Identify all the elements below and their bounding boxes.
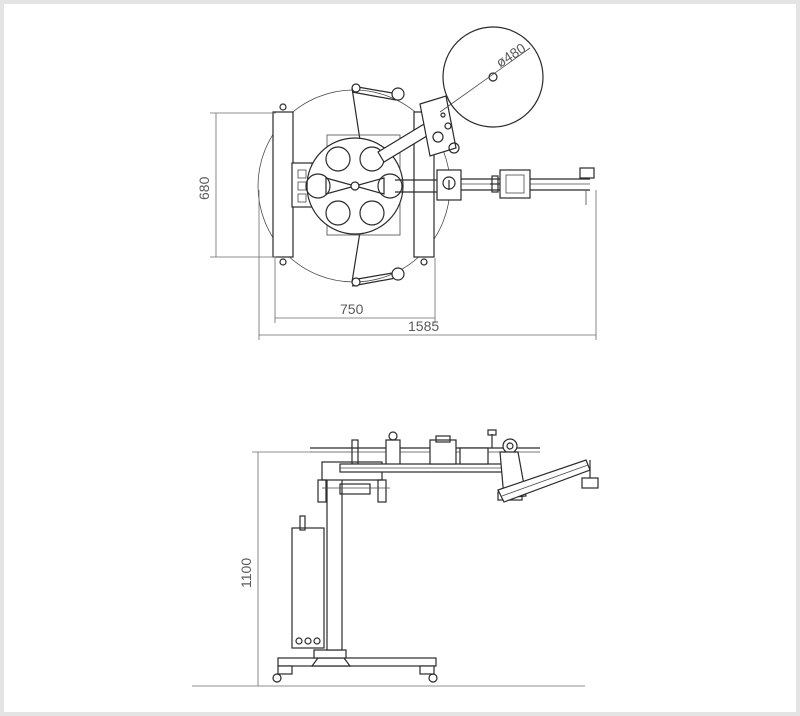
lower-link bbox=[351, 231, 361, 283]
cabinet-handle bbox=[299, 515, 306, 531]
feeder-knob bbox=[444, 122, 452, 130]
control-button bbox=[313, 637, 321, 645]
dim-label-680: 680 bbox=[196, 176, 212, 200]
top-view: ø480 680 750 1585 bbox=[196, 26, 597, 340]
actuator-block bbox=[436, 169, 462, 201]
arm-end bbox=[581, 477, 599, 489]
pocket bbox=[359, 200, 385, 226]
upper-roller bbox=[391, 87, 405, 101]
upper-arm bbox=[351, 91, 397, 101]
reel-upright-hub bbox=[388, 431, 398, 441]
feeder-knob bbox=[448, 142, 460, 154]
feeder-head bbox=[419, 95, 457, 157]
column-side-bracket bbox=[317, 479, 327, 503]
dim-label-1585: 1585 bbox=[408, 318, 439, 334]
upper-link bbox=[351, 87, 361, 141]
beam-actuator-detail bbox=[435, 435, 451, 443]
left-base-plate bbox=[272, 111, 294, 258]
lower-arm bbox=[351, 271, 399, 281]
pocket bbox=[325, 146, 351, 172]
caster bbox=[428, 673, 438, 683]
lower-pivot bbox=[351, 277, 361, 287]
control-button bbox=[304, 637, 312, 645]
reel-leader bbox=[439, 47, 531, 113]
reel bbox=[442, 26, 544, 128]
bolt bbox=[420, 258, 428, 266]
beam-actuator bbox=[429, 439, 457, 465]
center-hub bbox=[325, 177, 385, 195]
feeder-knob bbox=[432, 131, 444, 143]
carriage-detail bbox=[505, 174, 525, 194]
caster bbox=[272, 673, 282, 683]
bolt bbox=[279, 103, 287, 111]
column-mid-block bbox=[339, 483, 371, 495]
pedestal-plate bbox=[313, 649, 347, 659]
bolt bbox=[279, 258, 287, 266]
control-button bbox=[295, 637, 303, 645]
arm-detail bbox=[501, 464, 589, 497]
center-hub-dot bbox=[350, 181, 360, 191]
base-foot bbox=[277, 657, 437, 667]
foot-pad bbox=[277, 665, 293, 675]
main-column bbox=[326, 469, 343, 651]
pocket bbox=[325, 200, 351, 226]
dim-label-1100: 1100 bbox=[238, 558, 254, 588]
control-cabinet bbox=[291, 527, 325, 649]
rail-end bbox=[579, 167, 595, 179]
pedestal-base bbox=[310, 657, 352, 667]
feeder-knob bbox=[440, 112, 446, 118]
upper-pivot bbox=[351, 83, 361, 93]
carriage bbox=[499, 169, 531, 199]
lower-roller bbox=[391, 267, 405, 281]
beam-wheel bbox=[502, 438, 518, 454]
beam-wheel-hub bbox=[506, 442, 514, 450]
dim-label-750: 750 bbox=[340, 301, 364, 317]
beam-block bbox=[459, 447, 489, 465]
carriage-bracket bbox=[491, 175, 499, 193]
pocket bbox=[305, 173, 331, 199]
clamp-detail bbox=[297, 193, 307, 203]
column-side-bracket bbox=[377, 479, 387, 503]
pocket bbox=[377, 173, 403, 199]
foot-pad bbox=[419, 665, 435, 675]
clamp-detail bbox=[297, 169, 307, 179]
side-view: 1100 bbox=[192, 429, 599, 687]
beam-post-cap bbox=[487, 429, 497, 436]
